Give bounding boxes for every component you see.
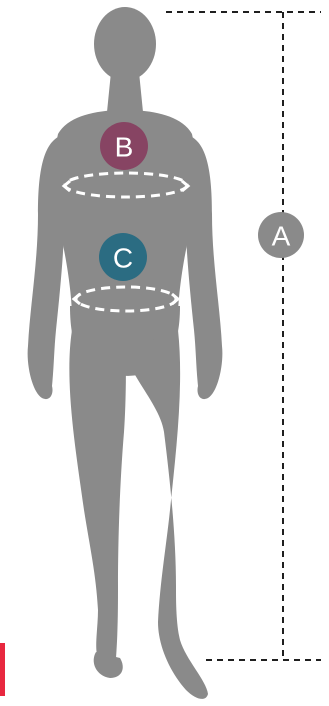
badge-b: B: [100, 122, 148, 170]
badge-c: C: [99, 233, 147, 281]
accent-bar: [0, 643, 5, 696]
badge-c-label: C: [113, 243, 133, 274]
badge-a-label: A: [272, 221, 291, 252]
human-silhouette: [28, 7, 223, 699]
badge-b-label: B: [115, 132, 134, 163]
badge-a: A: [258, 212, 304, 258]
height-measurement-guide: [166, 12, 321, 660]
